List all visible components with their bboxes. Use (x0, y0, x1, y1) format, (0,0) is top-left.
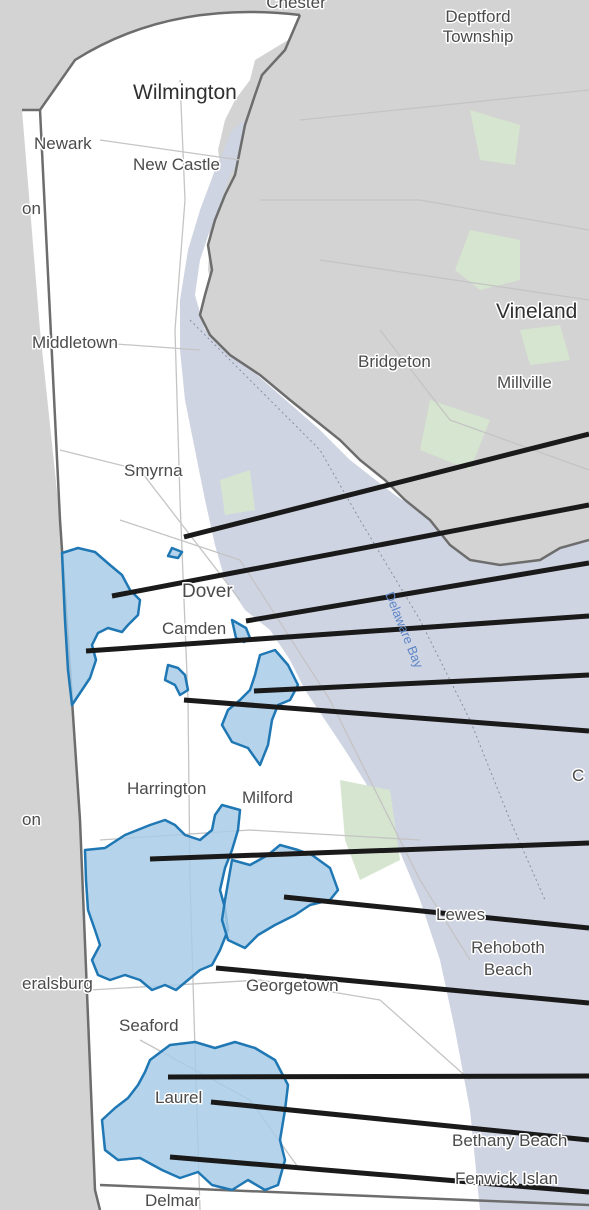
label-newark: Newark (34, 134, 92, 153)
leader-line-2 (111, 502, 589, 599)
label-milford: Milford (242, 788, 293, 807)
label-laurel: Laurel (155, 1088, 202, 1107)
leader-line-7 (149, 840, 589, 862)
leader-line-3 (245, 560, 589, 624)
leader-line-1 (183, 431, 589, 540)
label-chester: Chester (266, 0, 326, 12)
leader-lines (85, 431, 589, 1195)
leader-line-9 (215, 965, 589, 1006)
label-c-right: C (572, 766, 584, 785)
label-lewes: Lewes (436, 905, 485, 924)
label-smyrna: Smyrna (124, 461, 183, 480)
label-on-left: on (22, 199, 41, 218)
park-areas (220, 110, 570, 880)
leader-line-12 (169, 1154, 589, 1195)
label-deptford: Deptford (445, 7, 510, 26)
place-labels: Chester Deptford Township Wilmington New… (21, 0, 586, 1210)
region-small-north (166, 546, 184, 560)
label-middletown: Middletown (32, 333, 118, 352)
label-new-castle: New Castle (133, 155, 220, 174)
nj-shoreline (198, 14, 589, 567)
leader-line-8 (283, 894, 589, 931)
label-georgetown: Georgetown (246, 976, 339, 995)
label-seaford: Seaford (119, 1016, 179, 1035)
label-harrington: Harrington (127, 779, 206, 798)
label-beach: Beach (484, 960, 532, 979)
region-woodside (163, 663, 190, 697)
leader-line-5 (253, 672, 589, 694)
delaware-river-bay (180, 120, 589, 1210)
label-camden: Camden (162, 619, 226, 638)
label-federalsburg: eralsburg (22, 974, 93, 993)
label-rehoboth: Rehoboth (471, 938, 545, 957)
label-bridgeton: Bridgeton (358, 352, 431, 371)
label-dover: Dover (182, 581, 233, 602)
label-wilmington: Wilmington (133, 81, 237, 104)
leader-line-11 (210, 1099, 589, 1143)
delaware-state-boundary (22, 10, 301, 112)
label-township: Township (443, 27, 514, 46)
label-bethany-beach: Bethany Beach (452, 1131, 567, 1150)
delaware-west-boundary (38, 109, 102, 1210)
label-delmar: Delmar (145, 1191, 200, 1210)
leader-line-10 (167, 1073, 589, 1080)
leader-line-4 (85, 613, 589, 654)
label-vineland: Vineland (496, 300, 577, 323)
label-on-left2: on (22, 810, 41, 829)
leader-line-6 (183, 697, 589, 734)
label-fenwick-island: Fenwick Islan (455, 1169, 558, 1188)
label-millville: Millville (497, 373, 552, 392)
region-west-dover (60, 546, 142, 707)
delaware-south-boundary (99, 1183, 589, 1207)
